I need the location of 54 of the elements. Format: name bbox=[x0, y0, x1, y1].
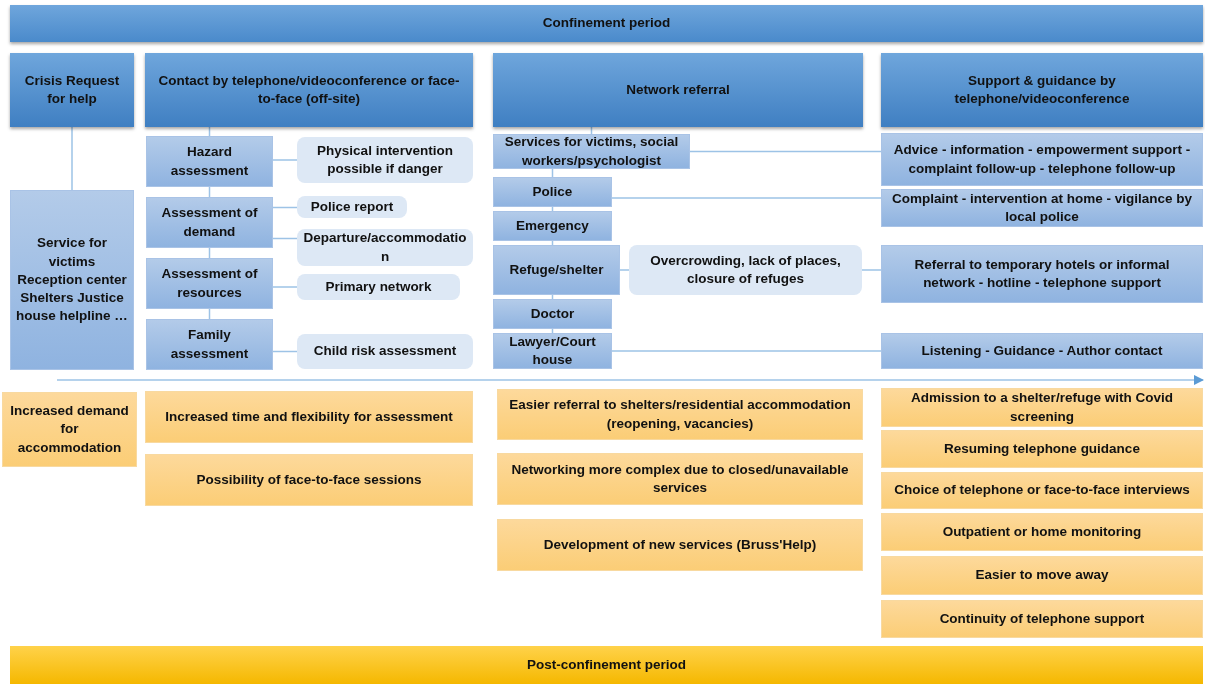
note-box: Police report bbox=[297, 196, 407, 218]
note-box: Departure/accommodation bbox=[297, 229, 473, 266]
change-box: Networking more complex due to closed/unavailable services bbox=[497, 453, 863, 505]
change-box: Outpatient or home monitoring bbox=[881, 513, 1203, 551]
step-box: Listening - Guidance - Author contact bbox=[881, 333, 1203, 369]
stage-header: Contact by telephone/videoconference or face-to-face (off-site) bbox=[145, 53, 473, 127]
step-box: Doctor bbox=[493, 299, 612, 329]
connector-line bbox=[619, 269, 630, 271]
step-box: Hazard assessment bbox=[146, 136, 273, 187]
step-box: Assessment of resources bbox=[146, 258, 273, 309]
connector-line bbox=[272, 159, 298, 161]
step-box: Services for victims, social workers/psychologist bbox=[493, 134, 690, 169]
connector-line bbox=[551, 328, 554, 334]
change-box: Development of new services (Bruss'Help) bbox=[497, 519, 863, 571]
connector-line bbox=[272, 237, 298, 240]
stage-header: Support & guidance by telephone/videoconference bbox=[881, 53, 1203, 127]
change-box: Continuity of telephone support bbox=[881, 600, 1203, 638]
change-box: Easier to move away bbox=[881, 556, 1203, 595]
note-box: Physical intervention possible if danger bbox=[297, 137, 473, 183]
step-box: Emergency bbox=[493, 211, 612, 241]
step-box: Refuge/shelter bbox=[493, 245, 620, 295]
connector-line bbox=[272, 286, 298, 288]
stage-header: Crisis Request for help bbox=[10, 53, 134, 127]
connector-line bbox=[551, 240, 554, 246]
stage-header: Network referral bbox=[493, 53, 863, 127]
step-box: Family assessment bbox=[146, 319, 273, 370]
connector-line bbox=[861, 269, 882, 271]
connector-line bbox=[272, 350, 298, 353]
note-box: Overcrowding, lack of places, closure of refuges bbox=[629, 245, 862, 295]
change-box: Increased demand for accommodation bbox=[2, 392, 137, 467]
change-box: Admission to a shelter/refuge with Covid screening bbox=[881, 388, 1203, 427]
note-box: Primary network bbox=[297, 274, 460, 300]
step-box: Complaint - intervention at home - vigilance by local police bbox=[881, 189, 1203, 227]
step-box: Advice - information - empowerment support - complaint follow-up - telephone follow-up bbox=[881, 133, 1203, 186]
change-box: Resuming telephone guidance bbox=[881, 430, 1203, 468]
change-box: Increased time and flexibility for assessment bbox=[145, 391, 473, 443]
connector-line bbox=[71, 126, 73, 191]
note-box: Child risk assessment bbox=[297, 334, 473, 369]
step-box: Assessment of demand bbox=[146, 197, 273, 248]
connector-line bbox=[611, 350, 882, 352]
connector-line bbox=[611, 197, 882, 199]
change-box: Easier referral to shelters/residential accommodation (reopening, vacancies) bbox=[497, 389, 863, 440]
step-box: Police bbox=[493, 177, 612, 207]
change-box: Choice of telephone or face-to-face interviews bbox=[881, 472, 1203, 509]
connector-line bbox=[551, 206, 554, 212]
step-box: Referral to temporary hotels or informal network - hotline - telephone support bbox=[881, 245, 1203, 303]
connector-line bbox=[689, 150, 882, 153]
connector-line bbox=[551, 294, 554, 300]
period-banner: Post-confinement period bbox=[10, 646, 1203, 684]
connector-line bbox=[272, 206, 298, 209]
period-banner: Confinement period bbox=[10, 5, 1203, 42]
step-box: Service for victims Reception center Shelters Justice house helpline … bbox=[10, 190, 134, 370]
step-box: Lawyer/Court house bbox=[493, 333, 612, 369]
change-box: Possibility of face-to-face sessions bbox=[145, 454, 473, 506]
